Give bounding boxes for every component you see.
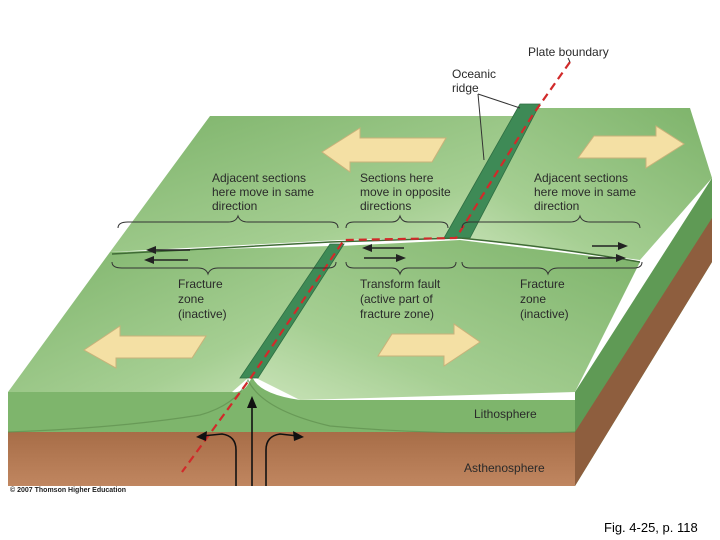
- label-sections-middle: Sections here move in opposite direction…: [360, 171, 454, 213]
- label-lithosphere: Lithosphere: [474, 407, 537, 421]
- brace-upper-middle: [345, 214, 449, 229]
- label-adjacent-left: Adjacent sections here move in same dire…: [212, 171, 317, 213]
- oceanic-ridge-upper: [443, 103, 541, 239]
- brace-upper-left: [117, 214, 339, 229]
- motion-arrow-upper-left: [321, 127, 447, 173]
- brace-lower-right: [461, 261, 643, 276]
- plate-top-left-lower: [8, 246, 330, 392]
- label-asthenosphere: Asthenosphere: [464, 461, 545, 475]
- leader-oceanic-ridge: [477, 93, 521, 109]
- label-oceanic-ridge: Oceanic ridge: [452, 67, 499, 95]
- leader-plate-boundary: [567, 57, 571, 63]
- asthenosphere-layer: [8, 432, 575, 486]
- copyright-credit: © 2007 Thomson Higher Education: [10, 487, 127, 494]
- plate-boundary-line: [181, 61, 571, 473]
- lithosphere-layer: [8, 376, 575, 432]
- leader-oceanic-ridge-2: [477, 93, 485, 161]
- brace-lower-left: [111, 261, 337, 276]
- label-adjacent-right: Adjacent sections here move in same dire…: [534, 171, 639, 213]
- fracture-motion-arrows: [144, 242, 628, 264]
- label-plate-boundary: Plate boundary: [528, 45, 609, 59]
- plate-top-right-lower: [256, 240, 640, 400]
- upwelling-arrows: [201, 402, 299, 486]
- upwelling-arrowheads: [196, 396, 304, 441]
- label-transform-fault: Transform fault (active part of fracture…: [360, 277, 444, 321]
- figure-reference: Fig. 4-25, p. 118: [604, 520, 698, 535]
- brace-upper-right: [461, 214, 641, 229]
- motion-arrow-lower-right: [377, 323, 481, 367]
- motion-arrow-lower-left: [83, 325, 207, 369]
- label-fracture-right: Fracture zone (inactive): [520, 277, 569, 321]
- label-fracture-left: Fracture zone (inactive): [178, 277, 227, 321]
- motion-arrow-upper-right: [577, 125, 685, 169]
- brace-lower-middle: [345, 261, 457, 276]
